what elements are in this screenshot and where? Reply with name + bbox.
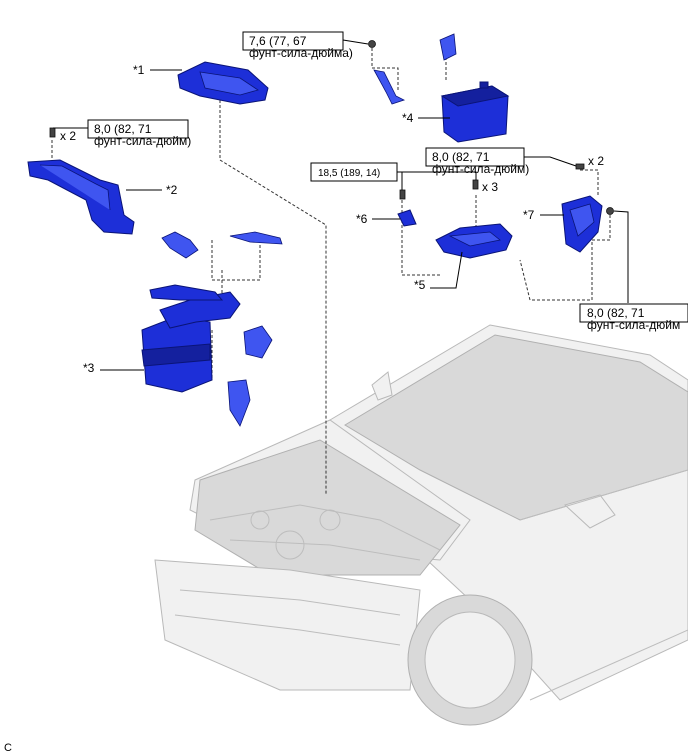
callout-6: *6 <box>356 212 368 226</box>
bolt-icon <box>472 179 479 190</box>
torque-text-line2: фунт-сила-дюйм) <box>432 162 529 176</box>
part-4-battery <box>373 33 510 143</box>
torque-text-line2: фунт-сила-дюйма) <box>249 46 353 60</box>
part-3-air-cleaner <box>141 231 283 427</box>
callout-1: *1 <box>133 63 145 77</box>
callout-7: *7 <box>523 208 535 222</box>
torque-spec-middle-small: 18,5 (189, 14) <box>310 162 398 182</box>
torque-spec-left: 8,0 (82, 71 фунт-сила-дюйм) <box>87 119 191 148</box>
torque-text-line2: фунт-сила-дюйм) <box>94 134 191 148</box>
callout-4: *4 <box>402 111 414 125</box>
bolt-icon <box>606 207 614 215</box>
quantity-label-mid: x 3 <box>482 180 498 194</box>
callout-3: *3 <box>83 361 95 375</box>
bolt-icon <box>575 163 585 170</box>
torque-text-line1: 7,6 (77, 67 <box>249 34 307 48</box>
figure-code: C <box>4 742 12 754</box>
torque-spec-right: 8,0 (82, 71 фунт-сила-дюйм <box>579 303 688 332</box>
torque-text: 18,5 (189, 14) <box>318 168 380 179</box>
part-7-bracket <box>561 195 603 253</box>
car-front-illustration <box>154 324 688 726</box>
part-2-air-duct <box>27 159 135 235</box>
connection-lines <box>51 48 611 495</box>
torque-text-line1: 8,0 (82, 71 <box>587 306 645 320</box>
torque-spec-middle: 8,0 (82, 71 фунт-сила-дюйм) <box>425 147 529 176</box>
bolt-icon <box>49 127 56 138</box>
bolt-icon <box>368 40 376 48</box>
torque-text-line2: фунт-сила-дюйм <box>587 318 680 332</box>
torque-text-line1: 8,0 (82, 71 <box>94 122 152 136</box>
torque-text-line1: 8,0 (82, 71 <box>432 150 490 164</box>
part-6-bracket <box>397 209 417 227</box>
quantity-label-left: x 2 <box>60 129 76 143</box>
leader-lines <box>53 39 629 371</box>
callout-2: *2 <box>166 183 178 197</box>
callout-5: *5 <box>414 278 426 292</box>
part-1-cover <box>177 61 269 105</box>
torque-spec-top: 7,6 (77, 67 фунт-сила-дюйма) <box>242 31 353 60</box>
quantity-label-mid-right: x 2 <box>588 154 604 168</box>
part-5-battery-tray <box>435 223 513 259</box>
bolt-icon <box>399 189 406 200</box>
